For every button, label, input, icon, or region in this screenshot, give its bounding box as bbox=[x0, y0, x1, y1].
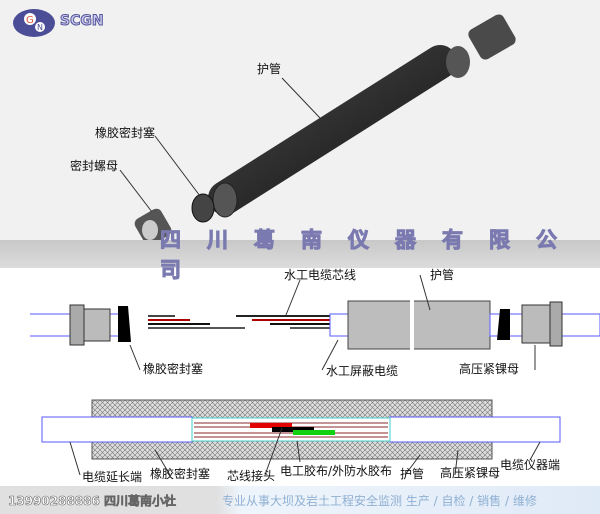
label-tube-bottom: 护管 bbox=[400, 467, 425, 481]
svg-text:N: N bbox=[37, 23, 43, 32]
tube-mid bbox=[347, 300, 491, 350]
label-tape: 电工胶布/外防水胶布 bbox=[280, 464, 393, 478]
company-logo: GN bbox=[13, 9, 55, 37]
footer-bar bbox=[0, 486, 600, 514]
label-hp-nut-bottom: 高压紧锞母 bbox=[440, 466, 501, 480]
footer-contact: 13990288886 四川葛南小杜 bbox=[8, 494, 177, 509]
brand-name: SCGN bbox=[60, 13, 105, 30]
company-banner: 四川葛南仪器有限公司 bbox=[0, 228, 600, 283]
label-shielded-cable: 水工屏蔽电缆 bbox=[326, 364, 399, 378]
footer-slogan: 专业从事大坝及岩土工程安全监测 生产 / 自检 / 销售 / 维修 bbox=[222, 494, 537, 508]
label-rubber-plug-3d: 橡胶密封塞 bbox=[95, 126, 156, 140]
label-tube-3d: 护管 bbox=[257, 62, 282, 76]
label-rubber-plug-bottom: 橡胶密封塞 bbox=[150, 467, 211, 481]
label-core-wires: 水工电缆芯线 bbox=[284, 268, 357, 282]
label-hp-nut-mid: 高压紧锞母 bbox=[459, 362, 520, 376]
rubber-plug-mid-left bbox=[118, 306, 131, 342]
label-cable-ext-end: 电缆延长端 bbox=[82, 470, 143, 484]
label-rubber-plug-mid: 橡胶密封塞 bbox=[143, 362, 204, 376]
svg-text:G: G bbox=[26, 15, 34, 26]
label-tube-mid: 护管 bbox=[430, 268, 455, 282]
cable-inst-end bbox=[389, 416, 561, 443]
tube-end bbox=[212, 182, 238, 218]
label-cable-inst-end: 电缆仪器端 bbox=[500, 458, 561, 472]
tube-3d bbox=[208, 45, 457, 215]
cable-ext-end bbox=[41, 416, 193, 443]
rubber-plug-3d bbox=[191, 193, 215, 223]
label-seal-nut-3d: 密封螺母 bbox=[70, 159, 119, 173]
rubber-plug-3d-right bbox=[446, 46, 470, 78]
label-core-joint: 芯线接头 bbox=[227, 469, 276, 483]
seal-nut-3d-right bbox=[468, 14, 516, 60]
rubber-plug-mid-right bbox=[497, 309, 510, 340]
